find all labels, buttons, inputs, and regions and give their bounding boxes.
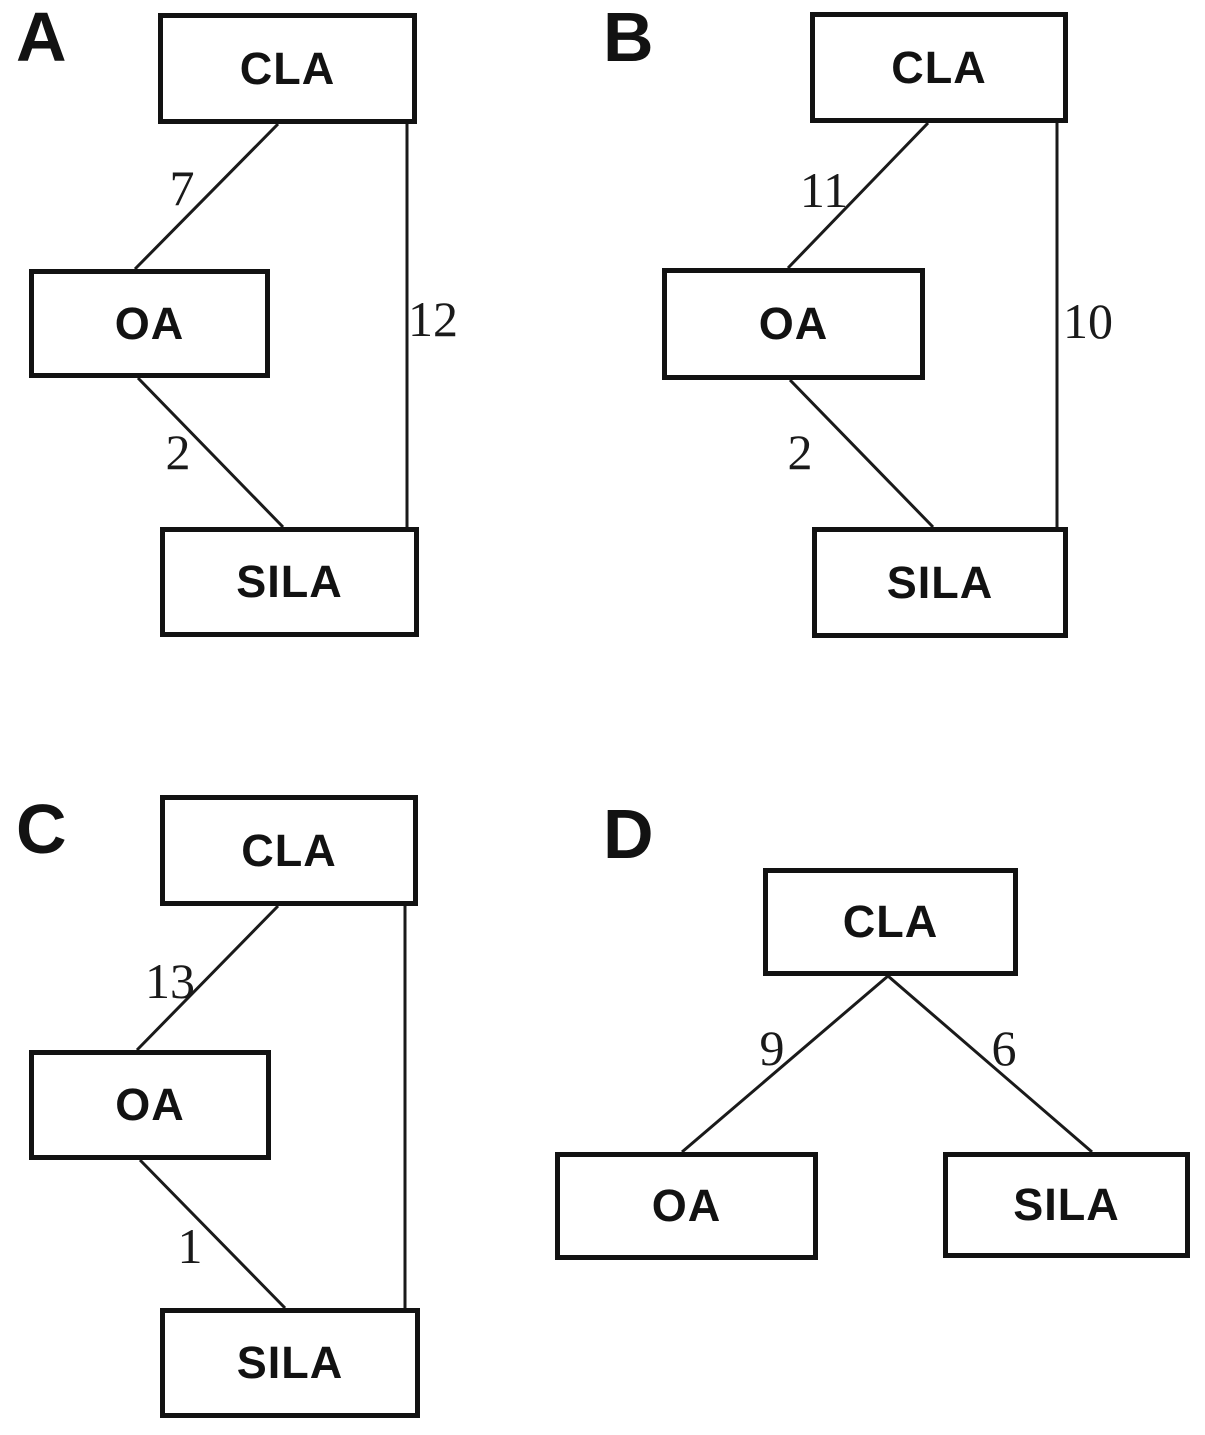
panel-d-node-sila: SILA [943, 1152, 1190, 1258]
panel-a-node-oa: OA [29, 269, 270, 378]
panel-a-edge-oa-sila-weight: 2 [165, 424, 191, 480]
panel-d-node-sila-label: SILA [1013, 1179, 1120, 1230]
panel-b-edge-oa-sila-line [788, 378, 935, 529]
panel-d-node-cla-label: CLA [842, 896, 939, 947]
panel-b-letter: B [603, 0, 654, 76]
panel-c-node-sila-label: SILA [236, 1337, 344, 1388]
panel-b-edge-oa-sila-weight: 2 [787, 424, 813, 480]
panel-c-edge-oa-sila-line [138, 1158, 287, 1310]
panel-c-edge-cla-oa-line [135, 904, 280, 1052]
panel-d-edge-cla-sila-line [887, 974, 1093, 1154]
panel-c-edge-cla-oa-weight: 13 [145, 953, 195, 1009]
panel-a-edge-cla-oa-line [133, 122, 280, 271]
panel-a-edge-cla-sila-weight: 12 [408, 291, 458, 347]
panel-a-node-sila: SILA [160, 527, 419, 637]
panel-c-node-oa: OA [29, 1050, 271, 1160]
panel-c-node-cla: CLA [160, 795, 418, 906]
panel-d-edge-cla-sila-weight: 6 [991, 1020, 1017, 1076]
panel-a-edge-cla-oa-weight: 7 [169, 160, 195, 216]
panel-b-edge-cla-oa-weight: 11 [799, 162, 849, 218]
panel-a-node-cla: CLA [158, 13, 417, 124]
panel-c-letter: C [16, 790, 67, 868]
panel-d-node-cla: CLA [763, 868, 1018, 976]
panel-c-node-cla-label: CLA [241, 824, 337, 876]
panel-a-node-oa-label: OA [114, 297, 185, 349]
panel-d-letter: D [603, 795, 654, 873]
panel-b-edge-cla-sila-weight: 10 [1063, 293, 1113, 349]
panel-b-node-sila-label: SILA [886, 556, 994, 608]
panel-b-edge-cla-oa-line [786, 121, 930, 270]
panel-a-node-sila-label: SILA [236, 556, 343, 607]
panel-b-node-oa-label: OA [758, 298, 829, 349]
panel-b-node-cla: CLA [810, 12, 1068, 123]
panel-a-node-cla-label: CLA [239, 42, 336, 94]
panel-c-node-oa-label: OA [115, 1079, 185, 1130]
panel-d-node-oa-label: OA [651, 1180, 722, 1231]
panel-c-node-sila: SILA [160, 1308, 420, 1418]
panel-b-node-oa: OA [662, 268, 925, 380]
panel-b-node-sila: SILA [812, 527, 1068, 638]
panel-d-edge-cla-oa-weight: 9 [759, 1020, 785, 1076]
panel-c-edge-oa-sila-weight: 1 [177, 1218, 203, 1274]
panel-d-edge-cla-oa-line [681, 974, 889, 1154]
panel-a-edge-oa-sila-line [136, 376, 285, 529]
panel-b-node-cla-label: CLA [891, 41, 987, 93]
panel-a-letter: A [16, 0, 67, 76]
panel-d-node-oa: OA [555, 1152, 818, 1260]
